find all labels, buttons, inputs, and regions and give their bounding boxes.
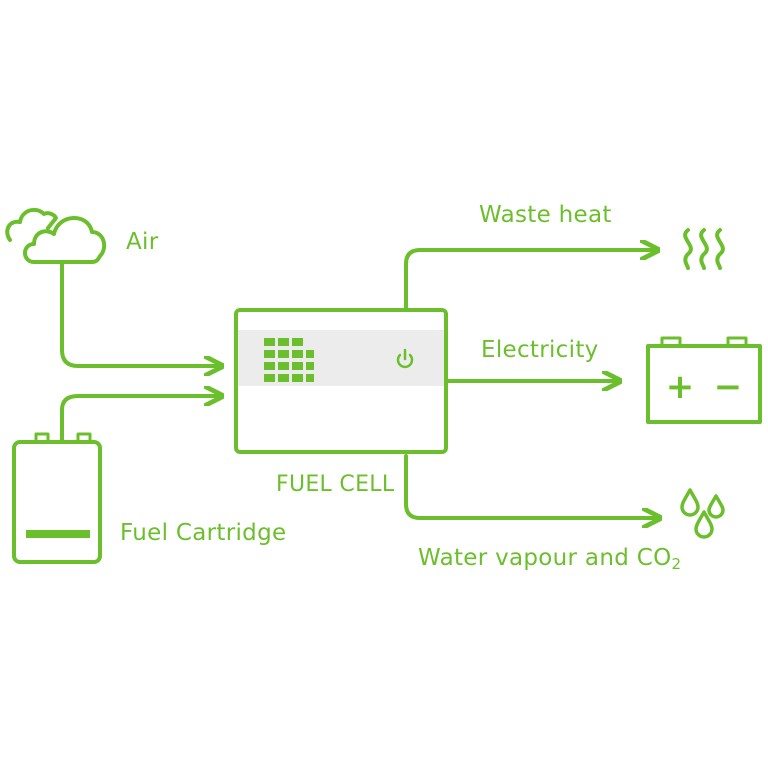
battery-icon [646,336,762,424]
cloud-icon [5,207,107,264]
water-drops-icon [680,488,725,539]
water-vapour-flow-line [404,454,662,518]
electricity-label: Electricity [481,337,599,363]
air-flow-line [60,262,224,366]
fuel-cartridge-label: Fuel Cartridge [120,520,286,546]
fuel-cell-grille [264,338,314,382]
battery-plus-sign: + [666,367,695,407]
fuel-cartridge-icon [12,432,102,564]
waste-heat-flow-line [404,250,660,310]
water-vapour-label-text: Water vapour and CO [418,545,671,571]
power-icon [396,348,414,369]
air-label: Air [126,229,159,255]
water-vapour-label: Water vapour and CO2 [418,545,681,573]
fuel-cell-label: FUEL CELL [276,472,395,497]
fuel-flow-line [60,396,224,442]
fuel-cell-device [234,308,448,454]
waste-heat-label: Waste heat [479,202,612,228]
battery-minus-sign: − [714,367,743,407]
co2-subscript: 2 [671,555,681,573]
heat-waves-icon [683,228,725,270]
